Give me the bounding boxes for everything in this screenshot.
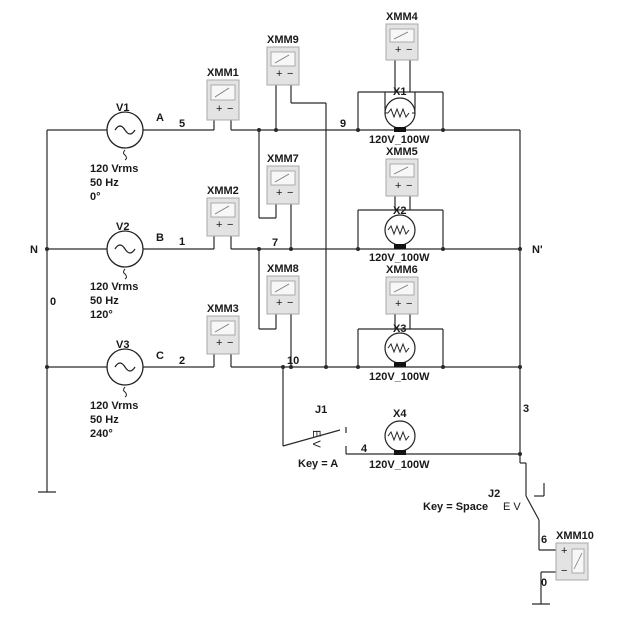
source-v3[interactable]: [106, 348, 144, 398]
multimeter-xmm4[interactable]: +−: [385, 23, 419, 61]
switch-j2-ref: J2: [488, 488, 500, 500]
multimeter-xmm8[interactable]: +−: [266, 275, 300, 315]
svg-text:+: +: [276, 297, 282, 309]
switch-j2-key: Key = Space: [423, 501, 488, 513]
meter-xmm7-label: XMM7: [267, 153, 299, 165]
meter-xmm3-label: XMM3: [207, 303, 239, 315]
multimeter-xmm5[interactable]: +−: [385, 158, 419, 197]
source-v1-phase: A: [156, 112, 164, 124]
meter-xmm1-label: XMM1: [207, 67, 239, 79]
source-v2-angle: 120°: [90, 309, 113, 321]
svg-text:+: +: [395, 44, 401, 56]
svg-text:E V: E V: [310, 430, 322, 448]
multimeter-xmm1[interactable]: +−: [206, 79, 240, 121]
source-v3-voltage: 120 Vrms: [90, 400, 138, 412]
node-6: 6: [541, 534, 547, 546]
svg-text:−: −: [561, 565, 567, 577]
svg-text:−: −: [406, 44, 412, 56]
node-0: 0: [50, 296, 56, 308]
switch-j2-symbol[interactable]: E V: [503, 501, 521, 513]
svg-text:+: +: [276, 187, 282, 199]
source-v2-ref: V2: [116, 221, 129, 233]
lamp-x3-rating: 120V_100W: [369, 371, 430, 383]
svg-text:−: −: [227, 219, 233, 231]
lamp-x2-ref: X2: [393, 205, 406, 217]
svg-text:−: −: [406, 180, 412, 192]
source-v1-angle: 0°: [90, 191, 101, 203]
multimeter-xmm10[interactable]: +−: [555, 542, 589, 581]
node-2: 2: [179, 355, 185, 367]
source-v3-ref: V3: [116, 339, 129, 351]
source-v1[interactable]: [106, 111, 144, 161]
multimeter-xmm7[interactable]: +−: [266, 165, 300, 205]
lamp-x1-ref: X1: [393, 86, 406, 98]
source-v1-voltage: 120 Vrms: [90, 163, 138, 175]
svg-text:+: +: [561, 545, 567, 557]
svg-text:+: +: [216, 337, 222, 349]
lamp-x3-ref: X3: [393, 323, 406, 335]
svg-text:+: +: [276, 68, 282, 80]
source-v3-freq: 50 Hz: [90, 414, 119, 426]
source-v2-phase: B: [156, 232, 164, 244]
meter-xmm10-label: XMM10: [556, 530, 594, 542]
node-9: 9: [340, 118, 346, 130]
lamp-x2-rating: 120V_100W: [369, 252, 430, 264]
source-v3-phase: C: [156, 350, 164, 362]
node-neutral-source: N: [30, 244, 38, 256]
svg-text:E V: E V: [503, 501, 521, 513]
switch-j1-ref: J1: [315, 404, 327, 416]
lamp-x1-rating: 120V_100W: [369, 134, 430, 146]
meter-xmm5-label: XMM5: [386, 146, 418, 158]
source-v2-voltage: 120 Vrms: [90, 281, 138, 293]
svg-text:−: −: [287, 187, 293, 199]
source-v1-ref: V1: [116, 102, 129, 114]
lamp-x4-rating: 120V_100W: [369, 459, 430, 471]
meter-xmm2-label: XMM2: [207, 185, 239, 197]
meter-xmm4-label: XMM4: [386, 11, 419, 23]
svg-text:+: +: [395, 180, 401, 192]
source-v3-angle: 240°: [90, 428, 113, 440]
node-3: 3: [523, 403, 529, 415]
junction-dots: [45, 128, 522, 456]
switch-j1-key: Key = A: [298, 458, 338, 470]
meter-xmm8-label: XMM8: [267, 263, 299, 275]
node-0-bottom: 0: [541, 577, 547, 589]
wiring: [38, 60, 556, 605]
switch-j1-symbol[interactable]: E V: [310, 430, 322, 448]
meter-xmm6-label: XMM6: [386, 264, 418, 276]
node-4: 4: [361, 443, 368, 455]
node-10: 10: [287, 355, 299, 367]
source-v2[interactable]: [106, 230, 144, 280]
node-5: 5: [179, 118, 185, 130]
node-1: 1: [179, 236, 185, 248]
meter-xmm9-label: XMM9: [267, 34, 299, 46]
svg-text:+: +: [216, 103, 222, 115]
svg-text:−: −: [406, 298, 412, 310]
multimeter-xmm3[interactable]: +−: [206, 315, 240, 355]
lamp-x2[interactable]: [384, 214, 416, 249]
svg-text:−: −: [287, 297, 293, 309]
multimeter-xmm2[interactable]: +−: [206, 197, 240, 237]
svg-text:−: −: [227, 103, 233, 115]
lamp-x4-ref: X4: [393, 408, 407, 420]
source-v1-freq: 50 Hz: [90, 177, 119, 189]
multimeter-xmm9[interactable]: +−: [266, 46, 300, 86]
lamp-x3[interactable]: [384, 332, 416, 367]
multimeter-xmm6[interactable]: +−: [385, 276, 419, 315]
svg-text:+: +: [395, 298, 401, 310]
node-7: 7: [272, 237, 278, 249]
lamp-x1[interactable]: [384, 97, 416, 132]
lamp-x4[interactable]: [384, 420, 416, 455]
svg-text:−: −: [287, 68, 293, 80]
svg-text:−: −: [227, 337, 233, 349]
node-neutral-load: N': [532, 244, 543, 256]
svg-text:+: +: [216, 219, 222, 231]
source-v2-freq: 50 Hz: [90, 295, 119, 307]
